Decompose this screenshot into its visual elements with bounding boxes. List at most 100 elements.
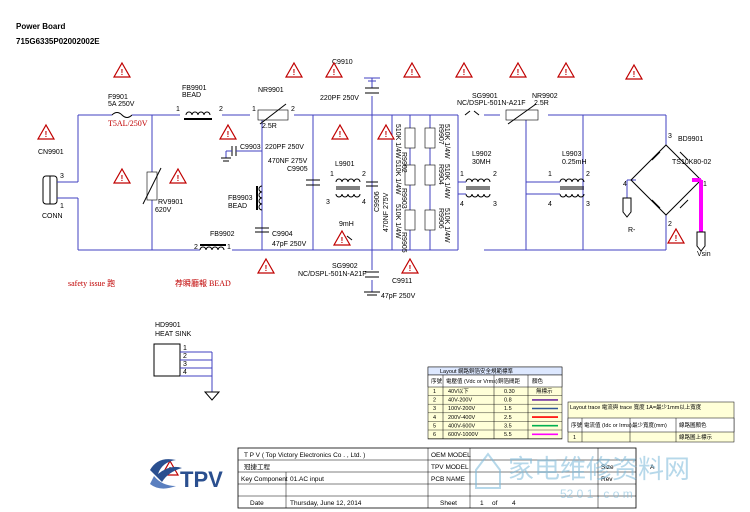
nr9901-thermistor: NR9901 2.5R 1 2 <box>252 87 295 130</box>
svg-text:220PF 250V: 220PF 250V <box>265 144 304 151</box>
svg-text:9mH: 9mH <box>339 221 354 228</box>
svg-text:R9906: R9906 <box>437 208 444 229</box>
svg-text:4: 4 <box>362 199 366 206</box>
svg-text:BD9901: BD9901 <box>678 136 703 143</box>
table-cell: 5.5 <box>504 432 512 438</box>
svg-text:2: 2 <box>194 244 198 251</box>
svg-text:1: 1 <box>573 435 576 441</box>
svg-text:2.5R: 2.5R <box>534 100 549 107</box>
table-cell: 5 <box>433 423 436 429</box>
table-cell: 2.5 <box>504 415 512 421</box>
svg-text:1: 1 <box>460 171 464 178</box>
svg-text:FB9901: FB9901 <box>182 85 207 92</box>
svg-text:線路圖顏色: 線路圖顏色 <box>679 421 707 429</box>
svg-text:R9904: R9904 <box>437 164 444 185</box>
svg-text:R9903: R9903 <box>400 188 407 209</box>
trace-safety-table: Layout 網路銅箔安全規範標準 序號 電壓值 (Vdc or Vrms) 銅… <box>427 366 563 440</box>
c9910-capacitor: C9910 220PF 250V <box>320 59 379 102</box>
svg-text:4: 4 <box>460 201 464 208</box>
svg-text:A: A <box>650 464 655 471</box>
svg-text:3: 3 <box>183 361 187 368</box>
svg-text:SG9901: SG9901 <box>472 93 498 100</box>
svg-text:3: 3 <box>668 133 672 140</box>
svg-text:BEAD: BEAD <box>182 92 201 99</box>
svg-text:家电维修资料网: 家电维修资料网 <box>508 454 690 484</box>
table-cell: 600V-1000V <box>448 432 479 438</box>
tpv-logo: TPV <box>150 459 223 492</box>
svg-text:Sheet: Sheet <box>440 500 457 507</box>
l9901-inductor: L9901 9mH 1 2 3 4 <box>326 161 366 228</box>
svg-text:Layout 網路銅箔安全規範標準: Layout 網路銅箔安全規範標準 <box>440 367 514 375</box>
table-cell: 3.5 <box>504 423 512 429</box>
svg-text:2: 2 <box>183 353 187 360</box>
svg-text:C9910: C9910 <box>332 59 353 66</box>
svg-text:C9905: C9905 <box>287 166 308 173</box>
svg-text:5A 250V: 5A 250V <box>108 101 135 108</box>
table-cell: 40V以下 <box>448 388 469 395</box>
c9905-capacitor: 470NF 275V C9905 <box>268 158 320 186</box>
svg-text:2.5R: 2.5R <box>262 123 277 130</box>
svg-text:4: 4 <box>183 369 187 376</box>
watermark: 家电维修资料网 52 0 1 . c o m <box>475 452 690 501</box>
svg-text:R9905: R9905 <box>400 232 407 253</box>
svg-text:Key Component: Key Component <box>241 476 288 483</box>
l9903-inductor: L9903 0.25mH 1 2 4 3 <box>526 151 590 208</box>
svg-text:F9901: F9901 <box>108 94 128 101</box>
cn9901-connector: 3 1 CN9901 CONN <box>38 149 65 220</box>
sg9901-spark-gap: SG9901 NC/DSPL-501N-A21F <box>457 93 525 116</box>
l9902-inductor: L9902 30MH 1 2 4 3 <box>458 151 497 208</box>
svg-text:Date: Date <box>250 500 264 507</box>
bd9901-bridge: BD9901 TS10K80-02 1 2 3 4 R- Vsin <box>622 133 711 258</box>
svg-text:FB9903: FB9903 <box>228 195 253 202</box>
table-cell: 1.5 <box>504 406 512 412</box>
table-cell: 4 <box>433 415 436 421</box>
c9906-capacitor: C9906 470NF 275V <box>366 181 390 232</box>
svg-text:PCB NAME: PCB NAME <box>431 476 466 483</box>
f9901-fuse: F9901 5A 250V T5AL/250V <box>100 94 152 128</box>
svg-text:C9903: C9903 <box>240 144 261 151</box>
svg-text:0.25mH: 0.25mH <box>562 159 587 166</box>
rv9901-varistor: RV9901 620V <box>142 167 183 214</box>
svg-text:3: 3 <box>586 201 590 208</box>
svg-text:1: 1 <box>227 244 231 251</box>
svg-text:3: 3 <box>60 173 64 180</box>
svg-text:NC/DSPL-501N-A21F: NC/DSPL-501N-A21F <box>298 271 366 278</box>
svg-text:T P V ( Top Victory Elect: T P V ( Top Victory Electronics Co . , L… <box>244 452 365 459</box>
svg-text:2: 2 <box>219 106 223 113</box>
svg-text:OEM MODEL: OEM MODEL <box>431 452 471 459</box>
svg-text:2: 2 <box>291 106 295 113</box>
svg-text:1: 1 <box>176 106 180 113</box>
table-cell: 6 <box>433 432 436 438</box>
svg-text:電壓值 (Vdc or Vrms): 電壓值 (Vdc or Vrms) <box>446 377 498 385</box>
svg-text:47pF 250V: 47pF 250V <box>381 293 416 300</box>
svg-text:HEAT SINK: HEAT SINK <box>155 331 192 338</box>
svg-text:1: 1 <box>183 345 187 352</box>
board-title: Power Board <box>16 22 65 31</box>
svg-text:1: 1 <box>480 500 484 507</box>
svg-text:4: 4 <box>512 500 516 507</box>
svg-text:52 0 1 . c o m: 52 0 1 . c o m <box>560 487 633 501</box>
fb9902-bead: FB9902 2 1 <box>194 231 235 251</box>
svg-text:C9906: C9906 <box>374 191 381 212</box>
svg-text:R9902: R9902 <box>400 152 407 173</box>
table-cell: 100V-200V <box>448 406 476 412</box>
svg-text:RV9901: RV9901 <box>158 199 183 206</box>
hd9901-heatsink: HD9901 HEAT SINK 1 2 3 4 <box>153 322 221 401</box>
c9903-capacitor: C9903 220PF 250V <box>221 144 304 162</box>
nr9902-thermistor: NR9902 2.5R <box>505 93 558 125</box>
svg-text:1: 1 <box>252 106 256 113</box>
svg-text:510K 1/4W: 510K 1/4W <box>394 204 401 239</box>
svg-text:510K 1/4W: 510K 1/4W <box>443 164 450 199</box>
table-cell: 2 <box>433 398 436 404</box>
svg-text:線路圖上標示: 線路圖上標示 <box>679 433 713 441</box>
cn9901-ref: CN9901 <box>38 149 64 156</box>
svg-text:510K 1/4W: 510K 1/4W <box>394 160 401 195</box>
table-cell: 400V-600V <box>448 423 476 429</box>
cn9901-type: CONN <box>42 213 63 220</box>
svg-text:顏色: 顏色 <box>532 377 544 385</box>
c9911-capacitor: C9911 47pF 250V <box>364 271 416 300</box>
svg-text:220PF 250V: 220PF 250V <box>320 95 359 102</box>
svg-text:SG9902: SG9902 <box>332 263 358 270</box>
svg-text:2: 2 <box>586 171 590 178</box>
svg-text:NR9901: NR9901 <box>258 87 284 94</box>
